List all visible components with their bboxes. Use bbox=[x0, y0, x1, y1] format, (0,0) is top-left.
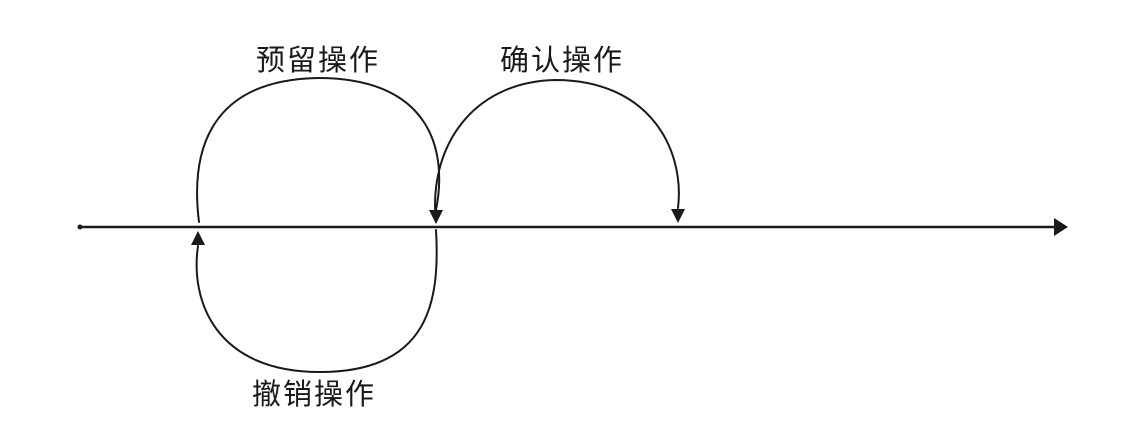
timeline-start-dot bbox=[77, 224, 83, 230]
cancel-arrowhead bbox=[191, 231, 205, 245]
cancel-operation-label: 撤销操作 bbox=[252, 377, 377, 411]
cancel-arc bbox=[195, 229, 438, 374]
confirm-operation-label: 确认操作 bbox=[500, 43, 625, 77]
confirm-arc bbox=[434, 78, 680, 223]
reserve-arc bbox=[196, 76, 441, 223]
timeline-arrowhead bbox=[1054, 218, 1068, 236]
reserve-operation-label: 预留操作 bbox=[256, 43, 381, 77]
confirm-arrowhead bbox=[671, 209, 685, 223]
